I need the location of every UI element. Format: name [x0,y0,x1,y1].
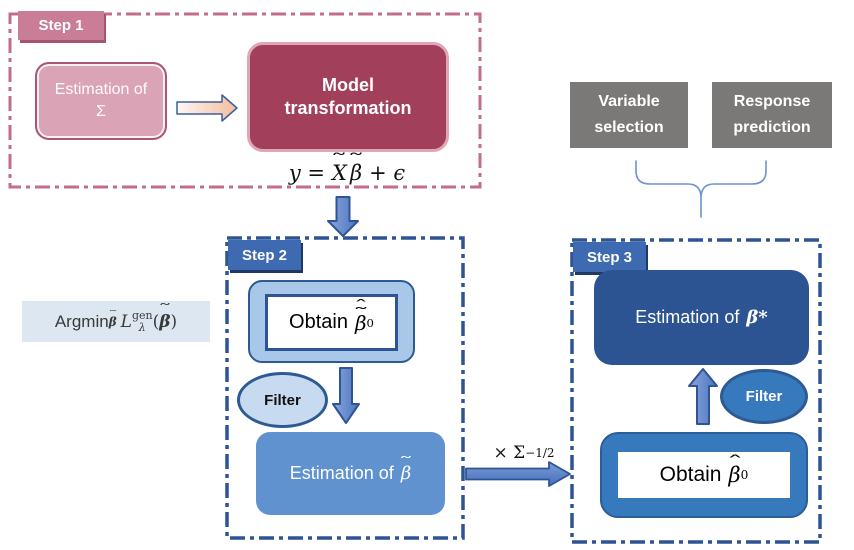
open-paren: ( [152,311,160,332]
beta-symbol: β [728,463,741,487]
equation-lhs: y = [288,161,325,185]
tilde-accent: ˜ [398,454,414,471]
estimation-beta-tilde-box: Estimation of β˜ [256,432,445,515]
variable-selection-box: Variable selection [570,82,688,148]
argmin-arg-beta-tilde: β˜ [158,304,172,332]
times-sigma-text: × Σ [493,443,526,463]
beta0-tilde-hat-symbol: β˜ˆ [352,299,369,335]
beta-symbol: β [349,161,363,185]
beta-tilde-symbol: β˜ [347,152,365,185]
step3-label-text: Step 3 [586,248,632,266]
estimation-prefix: Estimation of [635,307,740,327]
hat-accent: ˆ [353,298,369,315]
beta-subscript: 0 [740,468,749,482]
arrow-down-step2-icon [332,367,360,424]
sigma-exponent: −1/2 [525,446,555,460]
response-prediction-box: Response prediction [712,82,832,148]
arrow-up-step3-icon [688,368,718,425]
step1-dashed-border [8,12,482,189]
close-paren: ) [170,311,178,332]
step2-label-text: Step 2 [241,246,287,264]
tilde-accent: ˜ [347,150,365,171]
step3-label: Step 3 [573,242,646,272]
step3-dashed-border [570,238,822,544]
filter-ellipse-step2: Filter [237,372,328,428]
estimation-sigma-box: Estimation of Σ [35,62,167,140]
filter-text: Filter [745,388,783,405]
variable-selection-text: Variable selection [594,93,664,136]
arrow-down-step1-to-step2-icon [327,196,359,237]
beta-star-symbol: β* [746,307,768,328]
tilde-accent: ˜ [157,302,173,319]
tilde-accent: ˜ [352,303,370,323]
model-transformation-box: Model transformation [247,42,449,152]
arrow-right-step2-to-step3-icon [465,461,571,487]
step1-label: Step 1 [18,11,104,40]
obtain-word: Obtain [289,311,348,333]
filter-ellipse-step3: Filter [720,369,808,424]
obtain-word: Obtain [659,463,722,486]
loss-superscript: gen [131,308,153,322]
beta-symbol: β [108,314,117,329]
x-symbol: X [332,161,347,185]
transformed-model-equation: y = X˜ β˜ + ϵ [247,152,447,190]
tilde-accent: ˜ [330,150,349,171]
brace-icon [635,160,767,218]
argmin-word: Argmin [54,311,109,331]
filter-text: Filter [264,391,301,409]
step2-dashed-border [225,236,465,540]
step1-label-text: Step 1 [38,17,84,34]
sigma-transform-label: × Σ−1/2 [474,440,574,466]
beta-symbol: β [159,311,171,332]
beta-tilde-symbol: β˜ [398,455,413,484]
beta-symbol: β [400,463,412,484]
estimation-prefix: Estimation of [289,463,394,483]
x-tilde-symbol: X˜ [331,152,349,185]
argmin-sub-beta-tilde: β˜ [108,309,118,329]
arrow-right-pink-icon [176,94,238,122]
tilde-accent: ˜ [107,308,118,320]
loss-lambda-subscript: λ [138,320,146,334]
estimation-beta-star-box: Estimation of β* [594,270,809,365]
model-transformation-text: Model transformation [284,74,412,118]
step2-label: Step 2 [228,240,301,270]
response-prediction-text: Response prediction [733,93,811,136]
beta-symbol: β [354,310,367,335]
loss-L-symbol: L [120,311,132,332]
estimation-sigma-text: Estimation of Σ [54,81,148,120]
hat-accent: ˆ [725,452,744,473]
beta-subscript: 0 [366,315,374,330]
equation-rhs: + ϵ [369,161,406,185]
